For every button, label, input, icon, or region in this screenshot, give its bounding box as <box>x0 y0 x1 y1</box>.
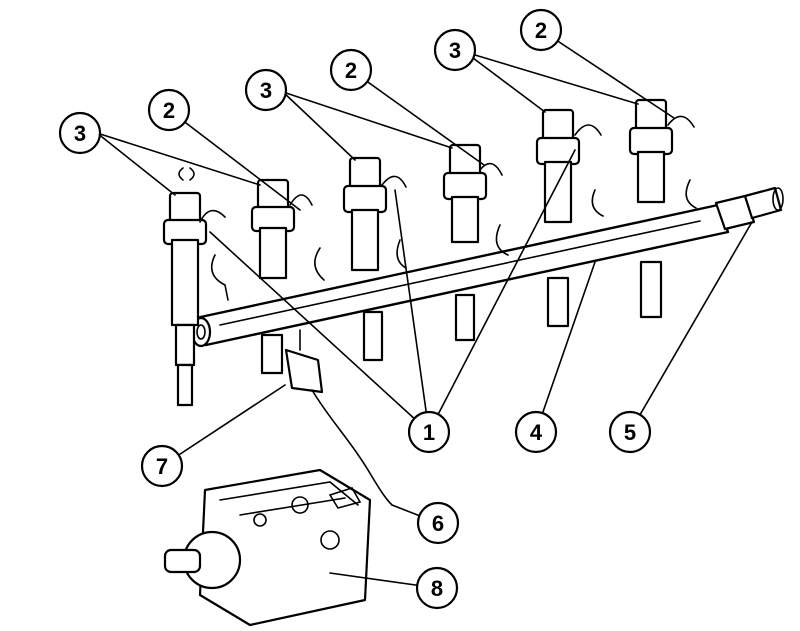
injector-5 <box>535 108 581 328</box>
callout-4: 4 <box>514 410 558 454</box>
callout-3a: 3 <box>58 111 102 155</box>
callout-2c: 2 <box>519 8 563 52</box>
callout-2b-label: 2 <box>345 58 357 83</box>
callout-8-label: 8 <box>431 576 443 601</box>
callout-3b-label: 3 <box>260 78 272 103</box>
injector-2 <box>250 178 296 375</box>
callout-2b: 2 <box>329 48 373 92</box>
pressure-sensor <box>284 329 393 506</box>
callout-5-label: 5 <box>624 420 636 445</box>
callout-3c-label: 3 <box>449 38 461 63</box>
callout-3a-label: 3 <box>74 121 86 146</box>
callout-7-label: 7 <box>156 454 168 479</box>
callout-3c: 3 <box>433 28 477 72</box>
callout-1-label: 1 <box>423 420 435 445</box>
high-pressure-pump <box>163 468 372 627</box>
callout-8: 8 <box>415 566 459 610</box>
injector-3 <box>342 156 388 362</box>
callout-6: 6 <box>416 501 460 545</box>
injector-6 <box>628 98 674 319</box>
injector-1 <box>162 167 208 407</box>
callout-5: 5 <box>608 410 652 454</box>
callout-2a: 2 <box>147 88 191 132</box>
callout-1: 1 <box>407 410 451 454</box>
injector-4 <box>442 143 488 342</box>
leader-lines <box>96 29 753 589</box>
callout-6-label: 6 <box>432 511 444 536</box>
callout-4-label: 4 <box>530 420 543 445</box>
callout-7: 7 <box>140 444 184 488</box>
callout-2a-label: 2 <box>163 98 175 123</box>
fuel-rail <box>190 186 784 348</box>
callout-2c-label: 2 <box>535 18 547 43</box>
callout-3b: 3 <box>244 68 288 112</box>
injector-wiring <box>199 115 697 301</box>
